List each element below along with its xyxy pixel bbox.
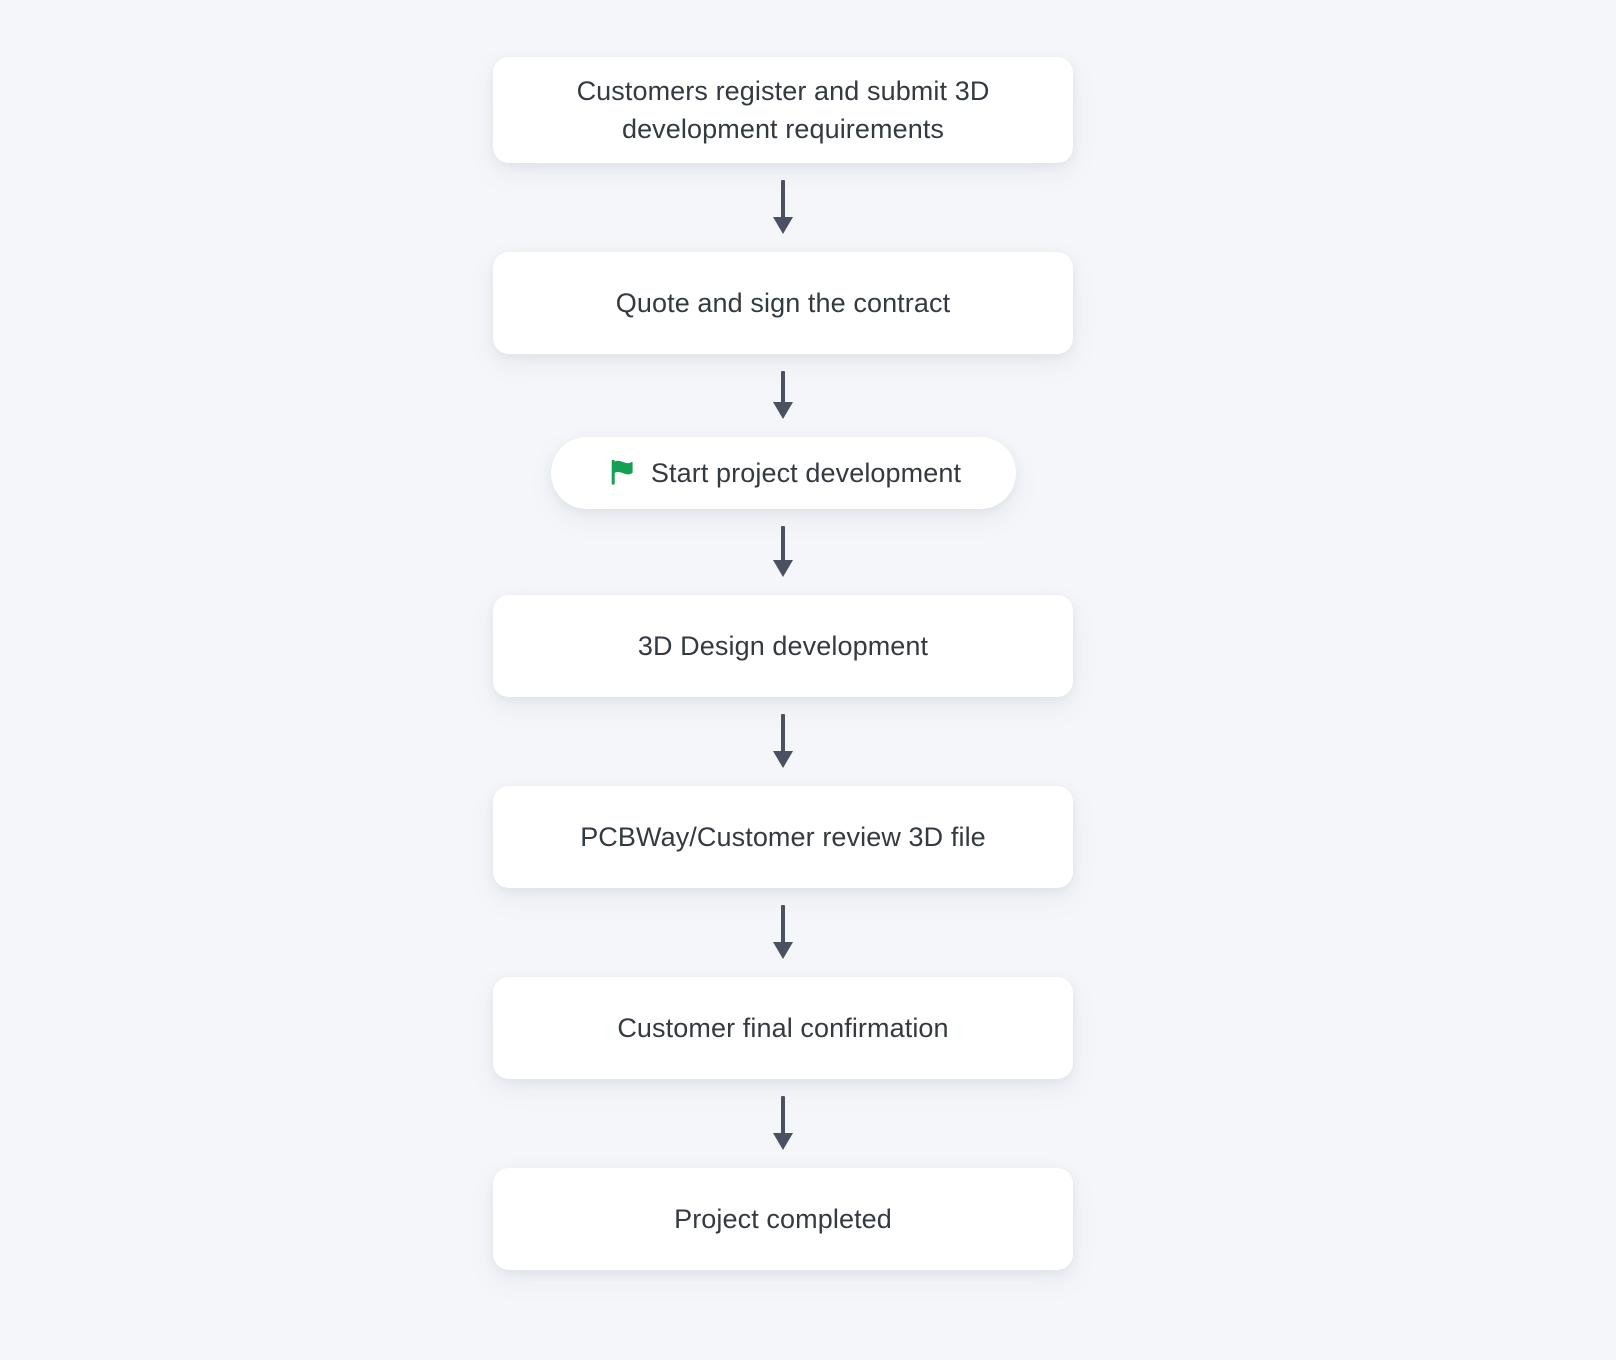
arrow-head-icon	[773, 402, 793, 419]
arrow-stem	[781, 1096, 785, 1134]
flow-connector-arrow-down	[771, 905, 795, 959]
flow-node-label: 3D Design development	[637, 630, 929, 661]
arrow-stem	[781, 180, 785, 218]
flow-node-label: PCBWay/Customer review 3D file	[580, 821, 986, 852]
arrow-head-icon	[773, 942, 793, 959]
flow-node-project-completed[interactable]: Project completed	[493, 1168, 1073, 1270]
flow-node-label: Start project development	[650, 457, 962, 488]
arrow-head-icon	[773, 217, 793, 234]
flow-connector-arrow-down	[771, 371, 795, 419]
flow-node-customers-register[interactable]: Customers register and submit 3D develop…	[493, 57, 1073, 163]
arrow-stem	[781, 905, 785, 943]
flow-node-3d-design-development[interactable]: 3D Design development	[493, 595, 1073, 697]
arrow-stem	[781, 371, 785, 403]
flow-connector-arrow-down	[771, 1096, 795, 1150]
flow-node-label: Project completed	[674, 1203, 892, 1234]
flowchart-flow-column: Customers register and submit 3D develop…	[493, 57, 1073, 1270]
arrow-head-icon	[773, 560, 793, 577]
flow-node-label: Customer final confirmation	[617, 1012, 949, 1043]
flow-connector-arrow-down	[771, 526, 795, 577]
arrow-head-icon	[773, 751, 793, 768]
arrow-head-icon	[773, 1133, 793, 1150]
flow-node-label: Quote and sign the contract	[615, 287, 951, 318]
flow-node-quote-contract[interactable]: Quote and sign the contract	[493, 252, 1073, 354]
flow-node-start-project-development[interactable]: Start project development	[550, 437, 1016, 509]
flow-node-pcbway-customer-review[interactable]: PCBWay/Customer review 3D file	[493, 786, 1073, 888]
flow-node-customer-final-confirmation[interactable]: Customer final confirmation	[493, 977, 1073, 1079]
green-flag-icon	[605, 456, 637, 488]
flow-node-label: Customers register and submit 3D develop…	[576, 75, 990, 144]
flow-connector-arrow-down	[771, 714, 795, 768]
arrow-stem	[781, 714, 785, 752]
flow-connector-arrow-down	[771, 180, 795, 234]
arrow-stem	[781, 526, 785, 561]
